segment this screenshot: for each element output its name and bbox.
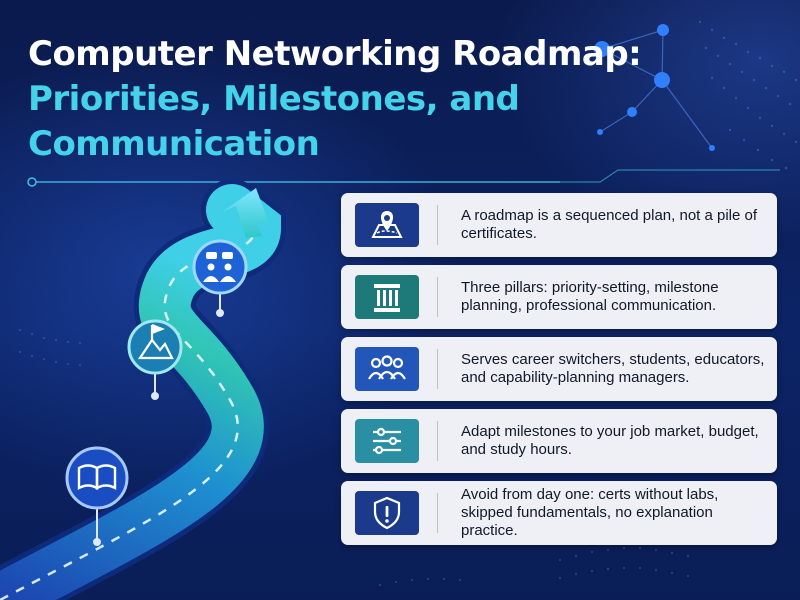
- card-text: Adapt milestones to your job market, bud…: [461, 423, 759, 458]
- card-divider: [437, 205, 438, 245]
- card-divider: [437, 421, 438, 461]
- card-avoid: Avoid from day one: certs without labs, …: [341, 481, 777, 545]
- card-icon-box: [355, 419, 419, 463]
- card-roadmap: A roadmap is a sequenced plan, not a pil…: [341, 193, 777, 257]
- sliders-icon: [373, 427, 401, 455]
- title-main: Computer Networking Roadmap:: [28, 34, 642, 74]
- card-text: Three pillars: priority-setting, milesto…: [461, 279, 719, 314]
- card-icon-box: [355, 491, 419, 535]
- card-icon-box: [355, 347, 419, 391]
- card-divider: [437, 493, 438, 533]
- card-adapt: Adapt milestones to your job market, bud…: [341, 409, 777, 473]
- card-pillars: Three pillars: priority-setting, milesto…: [341, 265, 777, 329]
- card-icon-box: [355, 275, 419, 319]
- map-pin-icon: [371, 211, 403, 238]
- title-accent: Priorities, Milestones, and Communicatio…: [28, 79, 520, 164]
- card-text: Avoid from day one: certs without labs, …: [461, 486, 719, 539]
- people-group-icon: [368, 355, 406, 380]
- card-list: A roadmap is a sequenced plan, not a pil…: [341, 193, 777, 553]
- card-icon-box: [355, 203, 419, 247]
- page-title: Computer Networking Roadmap: Priorities,…: [28, 32, 648, 167]
- card-text: A roadmap is a sequenced plan, not a pil…: [461, 207, 758, 242]
- card-divider: [437, 349, 438, 389]
- card-divider: [437, 277, 438, 317]
- shield-alert-icon: [373, 496, 401, 530]
- pillar-icon: [374, 284, 400, 312]
- card-audience: Serves career switchers, students, educa…: [341, 337, 777, 401]
- card-text: Serves career switchers, students, educa…: [461, 351, 765, 386]
